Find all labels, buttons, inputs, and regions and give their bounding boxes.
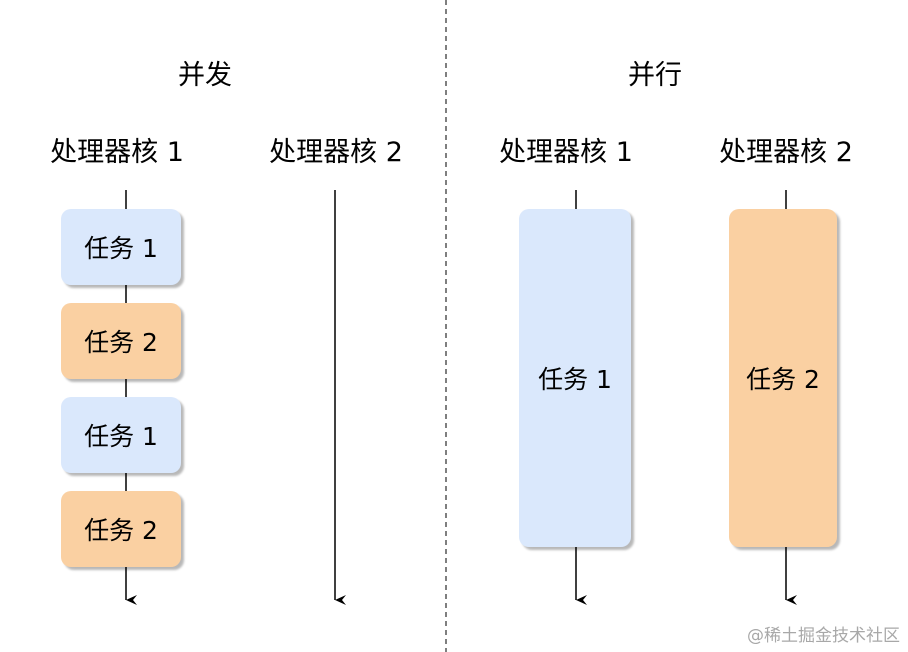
parallelism-task-block: 任务 2 — [729, 209, 837, 547]
concurrency-core1-label: 处理器核 1 — [50, 137, 184, 168]
concurrency-task-block: 任务 2 — [61, 303, 181, 379]
task-label: 任务 1 — [84, 422, 158, 451]
concurrency-task-block: 任务 2 — [61, 491, 181, 567]
parallelism-core2-label: 处理器核 2 — [719, 137, 853, 168]
concurrency-title: 并发 — [178, 60, 232, 91]
task-label: 任务 2 — [84, 328, 158, 357]
concurrency-core2-label: 处理器核 2 — [269, 137, 403, 168]
task-label: 任务 2 — [84, 516, 158, 545]
concurrency-task-block: 任务 1 — [61, 397, 181, 473]
task-label: 任务 1 — [84, 234, 158, 263]
parallelism-title: 并行 — [628, 60, 682, 91]
task-label: 任务 2 — [746, 365, 820, 394]
watermark: @稀土掘金技术社区 — [747, 626, 900, 646]
parallelism-core1-label: 处理器核 1 — [499, 137, 633, 168]
parallelism-task-block: 任务 1 — [519, 209, 631, 547]
concurrency-task-block: 任务 1 — [61, 209, 181, 285]
task-label: 任务 1 — [538, 365, 612, 394]
